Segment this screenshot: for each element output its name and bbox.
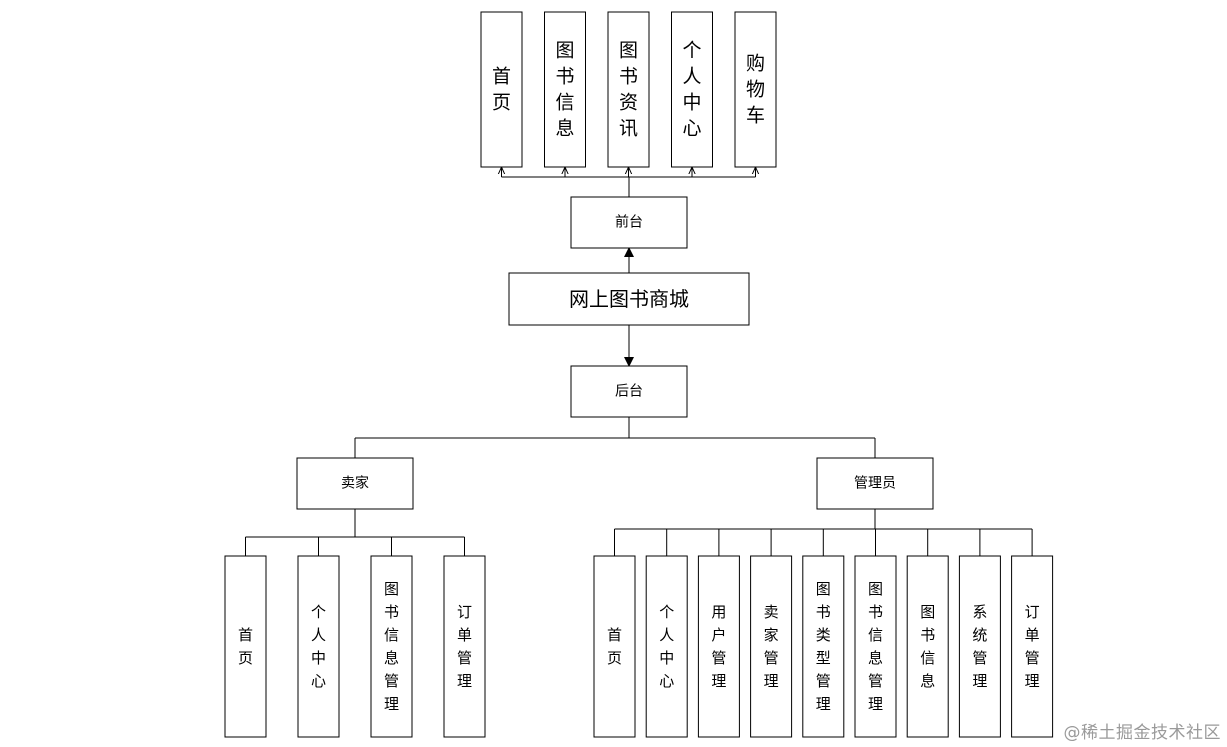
frontend-node-label: 前台 [615,214,643,231]
root-node-box [508,272,750,326]
frontend-module-3-label: 图书资讯 [619,40,638,140]
backend-node: 后台 [570,365,688,418]
backend-role-2-module-7: 图书信息 [906,555,949,738]
frontend-node-box [570,196,688,249]
backend-role-2-module-2-box [645,555,688,738]
frontend-module-4: 个人中心 [671,11,713,168]
backend-node-label: 后台 [615,384,643,400]
backend-role-2-module-3-label: 用户管理 [711,603,726,690]
backend-role-2-module-4-label: 卖家管理 [764,603,779,690]
frontend-module-5-label: 购物车 [746,53,765,127]
backend-role-1-module-2: 个人中心 [297,555,340,738]
frontend-module-5: 购物车 [734,11,777,168]
backend-role-2-module-7-label: 图书信息 [920,603,935,690]
connectors [245,167,1033,556]
backend-role-2-module-9: 订单管理 [1011,555,1054,738]
backend-role-1-module-2-label: 个人中心 [311,603,326,690]
backend-role-1-label: 卖家 [341,475,369,492]
backend-role-1-module-3: 图书信息管理 [370,555,413,738]
backend-role-2-module-5-box [802,555,845,738]
backend-role-1-module-4-label: 订单管理 [457,603,472,690]
frontend-module-1: 首页 [480,11,523,168]
backend-role-2: 管理员 [816,457,934,510]
backend-role-2-module-1-label: 首页 [607,626,622,667]
backend-role-2-module-9-box [1011,555,1054,738]
backend-role-1-module-1: 首页 [224,555,267,738]
backend-role-2-module-3: 用户管理 [697,555,740,738]
backend-role-1-module-4-box [443,555,486,738]
backend-role-1-module-2-box [297,555,340,738]
backend-role-2-module-6-box [854,555,897,738]
frontend-module-2: 图书信息 [544,11,586,168]
backend-role-1-module-4: 订单管理 [443,555,486,738]
root-node-label: 网上图书商城 [569,287,689,311]
backend-role-1: 卖家 [296,457,414,510]
frontend-module-1-box [480,11,523,168]
backend-role-2-box [816,457,934,510]
backend-role-2-module-5-label: 图书类型管理 [816,580,831,713]
frontend-module-1-label: 首页 [492,66,511,114]
frontend-module-4-label: 个人中心 [682,40,701,140]
backend-role-1-module-3-label: 图书信息管理 [384,580,399,713]
backend-role-2-module-8: 系统管理 [958,555,1001,738]
backend-role-2-module-5: 图书类型管理 [802,555,845,738]
backend-role-2-module-3-box [697,555,740,738]
backend-role-2-module-4: 卖家管理 [750,555,793,738]
backend-role-1-module-1-box [224,555,267,738]
backend-role-2-module-8-label: 系统管理 [972,603,987,690]
backend-role-1-module-1-label: 首页 [238,626,253,667]
backend-role-2-module-7-box [906,555,949,738]
backend-role-2-label: 管理员 [854,476,896,492]
frontend-module-4-box [671,11,713,168]
backend-role-1-module-3-box [370,555,413,738]
backend-role-1-box [296,457,414,510]
frontend-module-3-box [607,11,650,168]
frontend-node: 前台 [570,196,688,249]
backend-role-2-module-9-label: 订单管理 [1025,603,1040,690]
backend-role-2-module-2: 个人中心 [645,555,688,738]
backend-role-2-module-1-box [593,555,636,738]
nodes: 网上图书商城前台后台首页图书信息图书资讯个人中心购物车卖家首页个人中心图书信息管… [224,11,1054,738]
backend-node-box [570,365,688,418]
backend-role-2-module-6: 图书信息管理 [854,555,897,738]
frontend-module-2-label: 图书信息 [555,40,574,140]
backend-role-2-module-2-label: 个人中心 [659,603,674,690]
backend-role-2-module-6-label: 图书信息管理 [868,580,883,713]
backend-role-2-module-1: 首页 [593,555,636,738]
frontend-module-3: 图书资讯 [607,11,650,168]
backend-role-2-module-8-box [958,555,1001,738]
frontend-module-2-box [544,11,586,168]
root-node: 网上图书商城 [508,272,750,326]
frontend-module-5-box [734,11,777,168]
backend-role-2-module-4-box [750,555,793,738]
watermark: @稀土掘金技术社区 [1063,723,1221,743]
